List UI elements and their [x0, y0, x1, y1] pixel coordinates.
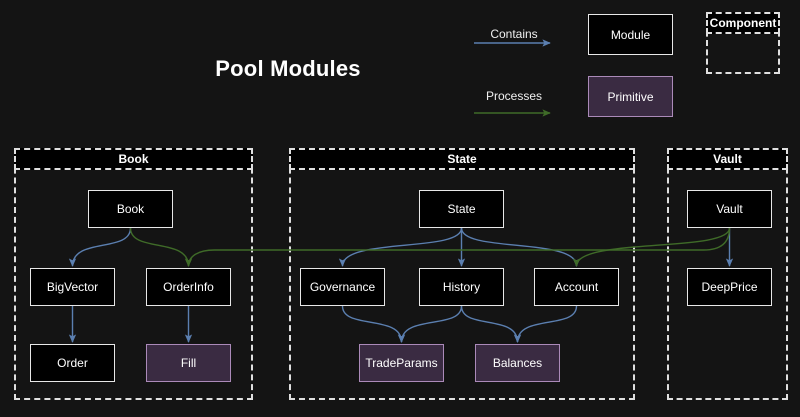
- node-balances[interactable]: Balances: [475, 344, 560, 382]
- node-state[interactable]: State: [419, 190, 504, 228]
- node-governance[interactable]: Governance: [300, 268, 385, 306]
- group-header-vault: Vault: [667, 148, 788, 170]
- node-vault[interactable]: Vault: [687, 190, 772, 228]
- node-tradeparams[interactable]: TradeParams: [359, 344, 444, 382]
- group-header-state: State: [289, 148, 635, 170]
- node-orderinfo[interactable]: OrderInfo: [146, 268, 231, 306]
- node-bigvector[interactable]: BigVector: [30, 268, 115, 306]
- node-fill[interactable]: Fill: [146, 344, 231, 382]
- legend-processes-label: Processes: [485, 89, 543, 103]
- node-history[interactable]: History: [419, 268, 504, 306]
- legend-component-label: Component: [706, 12, 780, 34]
- node-module_sample[interactable]: Module: [588, 14, 673, 55]
- node-deepprice[interactable]: DeepPrice: [687, 268, 772, 306]
- group-header-book: Book: [14, 148, 253, 170]
- node-book[interactable]: Book: [88, 190, 173, 228]
- node-primitive_sample[interactable]: Primitive: [588, 76, 673, 117]
- page-title: Pool Modules: [215, 56, 361, 81]
- node-order[interactable]: Order: [30, 344, 115, 382]
- node-account[interactable]: Account: [534, 268, 619, 306]
- legend-contains-label: Contains: [490, 27, 538, 41]
